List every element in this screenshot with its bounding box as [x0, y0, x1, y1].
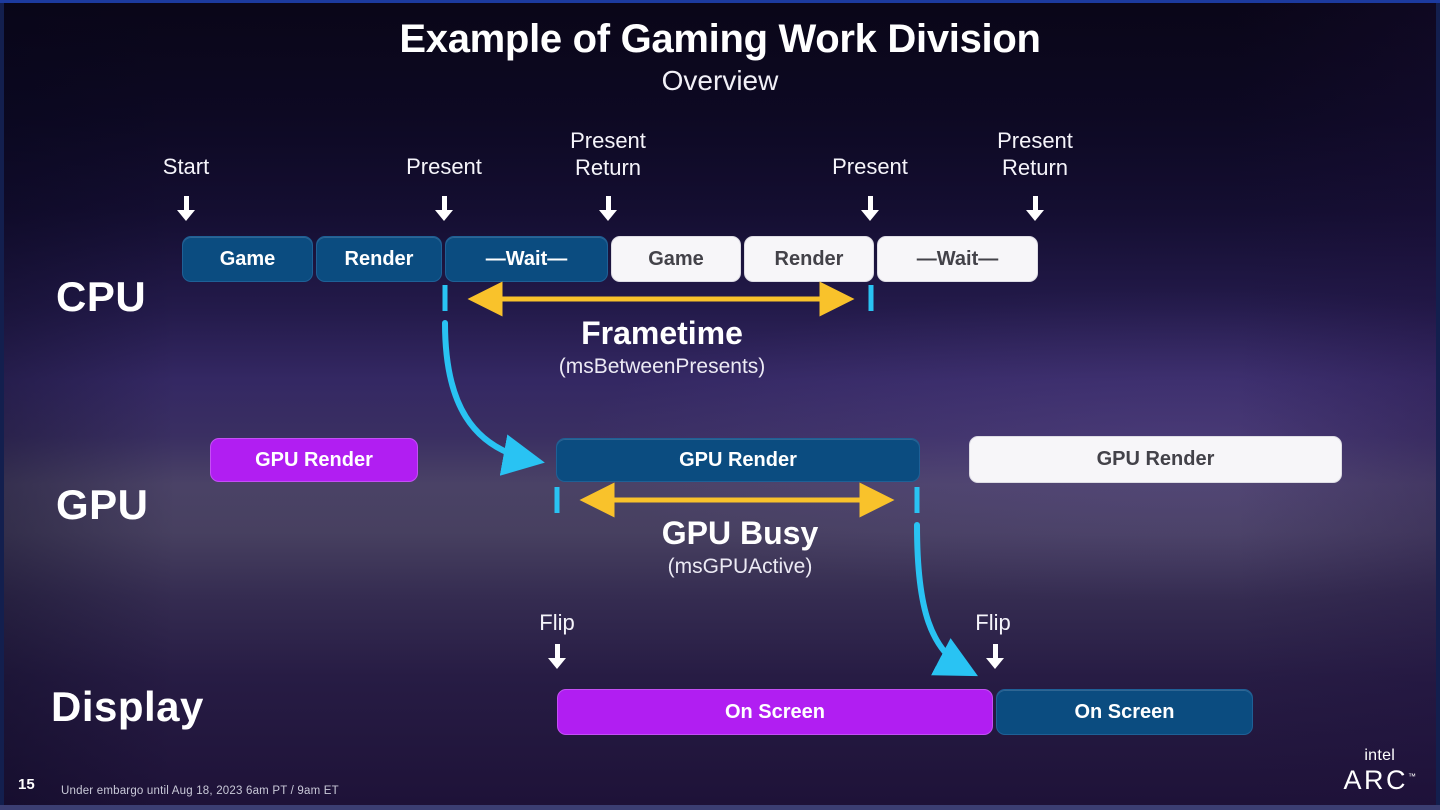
gpu-box-render-current: GPU Render	[556, 438, 920, 482]
event-label-present-return-2: Present Return	[997, 128, 1073, 180]
row-label-gpu: GPU	[56, 481, 149, 528]
frame-top-edge	[0, 0, 1440, 3]
down-arrow-icon	[986, 644, 1004, 669]
metric-gpu-busy-subtitle: (msGPUActive)	[667, 555, 813, 578]
present-to-gpu-flow-arrow-icon	[442, 320, 545, 476]
cpu-box-render-1: Render	[316, 236, 442, 282]
metric-gpu-busy-title: GPU Busy	[661, 515, 819, 551]
down-arrow-icon	[177, 196, 195, 221]
cpu-box-wait-2: —Wait—	[877, 236, 1038, 282]
gpu-to-flip-flow-arrow-icon	[914, 522, 978, 677]
gpu-box-render-prev: GPU Render	[210, 438, 418, 482]
display-box-onscreen-2: On Screen	[996, 689, 1253, 735]
down-arrow-icon	[1026, 196, 1044, 221]
cpu-box-game-2: Game	[611, 236, 741, 282]
metric-frametime-title: Frametime	[581, 315, 743, 351]
metric-frametime-subtitle: (msBetweenPresents)	[558, 355, 766, 378]
cpu-box-render-2: Render	[744, 236, 874, 282]
down-arrow-icon	[861, 196, 879, 221]
event-label-start: Start	[162, 154, 210, 179]
slide-canvas: Example of Gaming Work Division Overview…	[4, 3, 1436, 805]
display-box-onscreen-1: On Screen	[557, 689, 993, 735]
down-arrow-icon	[435, 196, 453, 221]
event-label-present-return-1: Present Return	[570, 128, 646, 180]
gpu-busy-span-arrow-icon	[554, 482, 920, 518]
arc-wordmark: ARC™	[1343, 765, 1416, 795]
intel-wordmark: intel	[1364, 747, 1396, 764]
flip-label-2: Flip	[975, 610, 1011, 635]
gpu-box-render-next: GPU Render	[969, 436, 1342, 483]
event-label-present-1: Present	[406, 154, 482, 179]
frame-bottom-edge	[0, 805, 1440, 810]
flip-label-1: Flip	[539, 610, 575, 635]
row-label-cpu: CPU	[56, 273, 147, 320]
intel-arc-logo: intel ARC™	[1343, 748, 1416, 794]
page-title: Example of Gaming Work Division	[399, 17, 1041, 61]
row-label-display: Display	[51, 683, 204, 730]
frametime-span-arrow-icon	[442, 281, 874, 317]
event-label-present-2: Present	[832, 154, 908, 179]
cpu-box-wait-1: —Wait—	[445, 236, 608, 282]
diagram-arrows-layer	[442, 281, 978, 677]
down-arrow-icon	[548, 644, 566, 669]
trademark-symbol: ™	[1408, 772, 1416, 781]
page-number: 15	[18, 776, 35, 793]
embargo-note: Under embargo until Aug 18, 2023 6am PT …	[61, 785, 339, 797]
down-arrow-icon	[599, 196, 617, 221]
page-subtitle: Overview	[661, 65, 779, 96]
cpu-box-game-1: Game	[182, 236, 313, 282]
